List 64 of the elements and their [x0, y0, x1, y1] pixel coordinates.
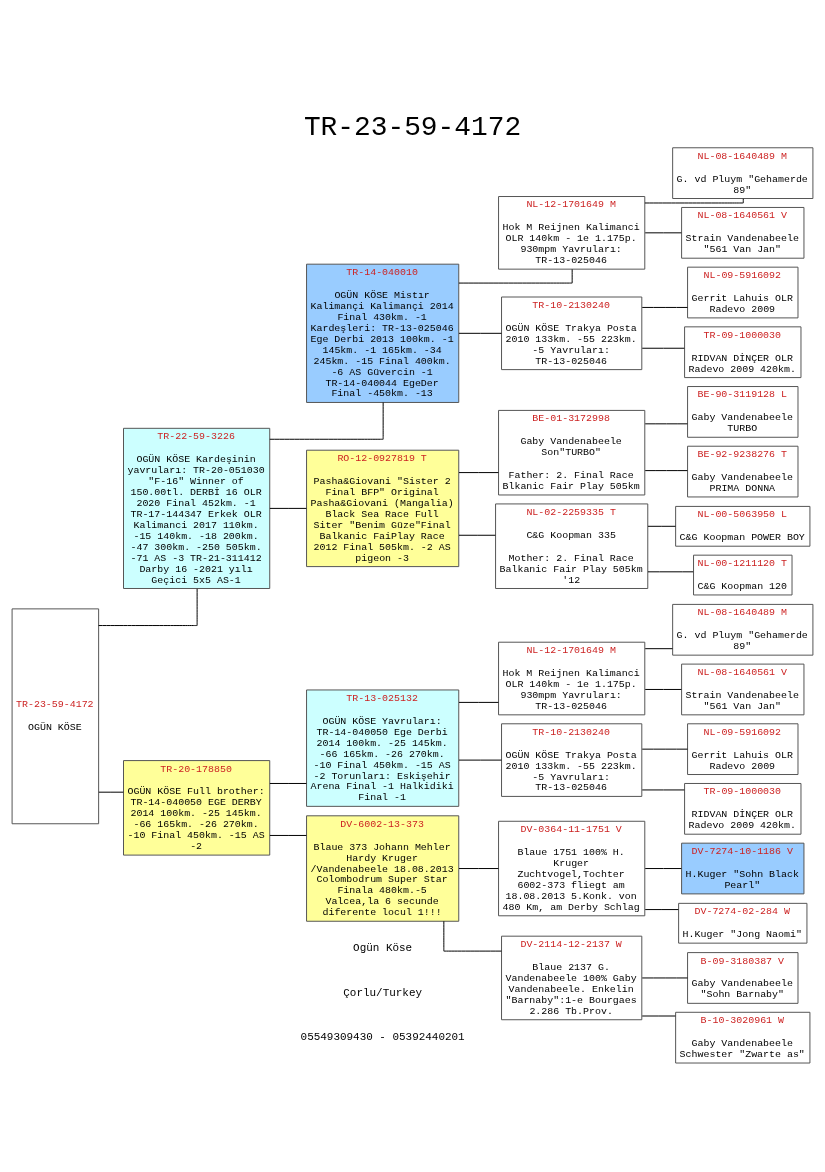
node-box: BE-90-3119128 L Gaby Vandenabeele TURBO [687, 386, 799, 438]
connector [644, 688, 682, 690]
connector [641, 347, 685, 349]
connector [644, 423, 688, 425]
connector [269, 402, 384, 440]
node-box: NL-00-1211120 T C&G Koopman 120 [693, 554, 793, 596]
node-box: TR-20-178850 OGÜN KÖSE Full brother: TR-14-040050 EGE DERBY 2014 100km. -25 145km. -66 165km. -26 270km. -10 Final 450km. -15 AS -2 [123, 760, 271, 856]
node-box: NL-09-5916092 Gerrit Lahuis OLR Radevo 2009 [687, 266, 799, 319]
node-box: RO-12-0927819 T Pasha&Giovani "Sister 2 Final BFP" Original Pasha&Giovani (Mangalia) Black Sea Race Full Siter "Benim Güze"Final Balkanic FaiPlay Race 2012 Final 505km. -2 AS pigeon -3 [306, 449, 460, 568]
label: Çorlu/Turkey [343, 986, 423, 999]
node-box: DV-7274-10-1186 V H.Kuger "Sohn Black Pearl" [681, 842, 805, 895]
connector [269, 834, 307, 836]
connector [644, 648, 674, 650]
node-box: TR-10-2130240 OGÜN KÖSE Trakya Posta 2010 133km. -55 223km. -5 Yavruları: TR-13-025046 [501, 296, 643, 371]
connector [644, 868, 682, 870]
node-box: DV-2114-12-2137 W Blaue 2137 G. Vandenabeele 100% Gaby Vandenabeele. Enkelin "Barnaby":1-e Bourgaes 2.286 Tb.Prov. [501, 935, 643, 1021]
connector [641, 306, 688, 308]
connector [458, 701, 499, 703]
node-box: TR-13-025132 OGÜN KÖSE Yavruları: TR-14-040050 Ege Derbi 2014 100km. -25 145km. -66 165km. -26 270km. -10 Final 450km. -15 AS -2 Torunları: Eskişehir Arena Final -1 Halkidiki Final -1 [306, 689, 460, 807]
connector [269, 782, 307, 784]
connector [641, 977, 688, 979]
connector [458, 332, 502, 334]
node-box: DV-0364-11-1751 V Blaue 1751 100% H. Kruger Zuchtvogel,Tochter 6002-373 fliegt am 18.08.2013 5.Konk. von 480 Km, am Derby Schlag [498, 820, 646, 917]
connector [644, 198, 744, 204]
diagram-title: TR-23-59-4172 [303, 112, 522, 144]
node-box: NL-00-5063950 L C&G Koopman POWER BOY [675, 505, 811, 547]
node-box: B-10-3020961 W Gaby Vandenabeele Schwester "Zwarte as" [675, 1011, 811, 1064]
label: 05549309430 - 05392440201 [300, 1031, 465, 1044]
connector [98, 588, 198, 627]
node-box: TR-14-040010 OGÜN KÖSE Mistır Kalimançi Kalimançi 2014 Final 430km. -1 Kardeşleri: TR-13-025046 Ege Derbi 2013 100km. -1 145km. -1 165km. -34 245km. -15 Final 400km. -6 AS Güvercin -1 TR-14-040044 EgeDer Final -450km. -13 [306, 263, 460, 403]
connector [647, 525, 676, 527]
node-box: TR-10-2130240 OGÜN KÖSE Trakya Posta 2010 133km. -55 223km. -5 Yavruları: TR-13-025046 [501, 723, 643, 797]
connector [458, 472, 499, 474]
connector [458, 534, 496, 536]
node-box: DV-6002-13-373 Blaue 373 Johann Mehler Hardy Kruger /Vandenabeele 18.08.2013 Colombodrum Super Star Finala 480km.-5 Valcea,la 6 secunde diferente locul 1!!! [306, 815, 460, 922]
connector [644, 232, 682, 234]
connector [458, 868, 499, 870]
node-box: NL-08-1640561 V Strain Vandenabeele "561 Van Jan" [681, 206, 805, 259]
node-box: TR-22-59-3226 OGÜN KÖSE Kardeşinin yavruları: TR-20-051030 "F-16" Winner of 150.00tl. DERBİ 16 OLR 2020 Final 452km. -1 TR-17-144347 Erkek OLR Kalimanci 2017 110km. -15 140km. -18 200km. -47 300km. -250 505km. -71 AS -3 TR-21-311412 Darby 16 -2021 yılı Geçici 5x5 AS-1 [123, 427, 271, 589]
connector [443, 920, 502, 952]
node-box: NL-08-1640489 M G. vd Pluym "Gehamerde 89" [672, 147, 814, 199]
connector [269, 507, 307, 509]
node-box: TR-23-59-4172 OGÜN KÖSE [11, 608, 100, 825]
connector [641, 1015, 676, 1017]
node-box: NL-12-1701649 M Hok M Reijnen Kalimanci OLR 140km - 1e 1.175p. 930mpm Yavruları: TR-13-025046 [498, 641, 646, 716]
connector [641, 748, 688, 750]
node-box: NL-09-5916092 Gerrit Lahuis OLR Radevo 2009 [687, 723, 799, 775]
connector [647, 571, 694, 573]
connector [98, 791, 124, 793]
node-box: TR-09-1000030 RIDVAN DİNÇER OLR Radevo 2009 420km. [684, 782, 802, 835]
node-box: DV-7274-02-284 W H.Kuger "Jong Naomi" [678, 902, 808, 944]
node-box: NL-02-2259335 T C&G Koopman 335 Mother: 2. Final Race Balkanic Fair Play 505km '12 [495, 503, 649, 589]
connector [644, 909, 679, 911]
label: Ogün Köse [353, 941, 413, 954]
node-box: NL-08-1640489 M G. vd Pluym "Gehamerde 89" [672, 603, 814, 656]
node-box: TR-09-1000030 RIDVAN DİNÇER OLR Radevo 2009 420km. [684, 326, 802, 379]
node-box: NL-08-1640561 V Strain Vandenabeele "561 Van Jan" [681, 663, 805, 716]
connector [644, 470, 688, 472]
node-box: BE-01-3172998 Gaby Vandenabeele Son"TURBO" Father: 2. Final Race Blkanic Fair Play 505km [498, 409, 646, 496]
node-box: B-09-3180387 V Gaby Vandenabeele "Sohn Barnaby" [687, 952, 799, 1004]
connector [641, 789, 685, 791]
connector [458, 759, 502, 761]
node-box: BE-92-9238276 T Gaby Vandenabeele PRIMA DONNA [687, 445, 799, 498]
node-box: NL-12-1701649 M Hok M Reijnen Kalimanci OLR 140km - 1e 1.175p. 930mpm Yavruları: TR-13-025046 [498, 196, 646, 270]
